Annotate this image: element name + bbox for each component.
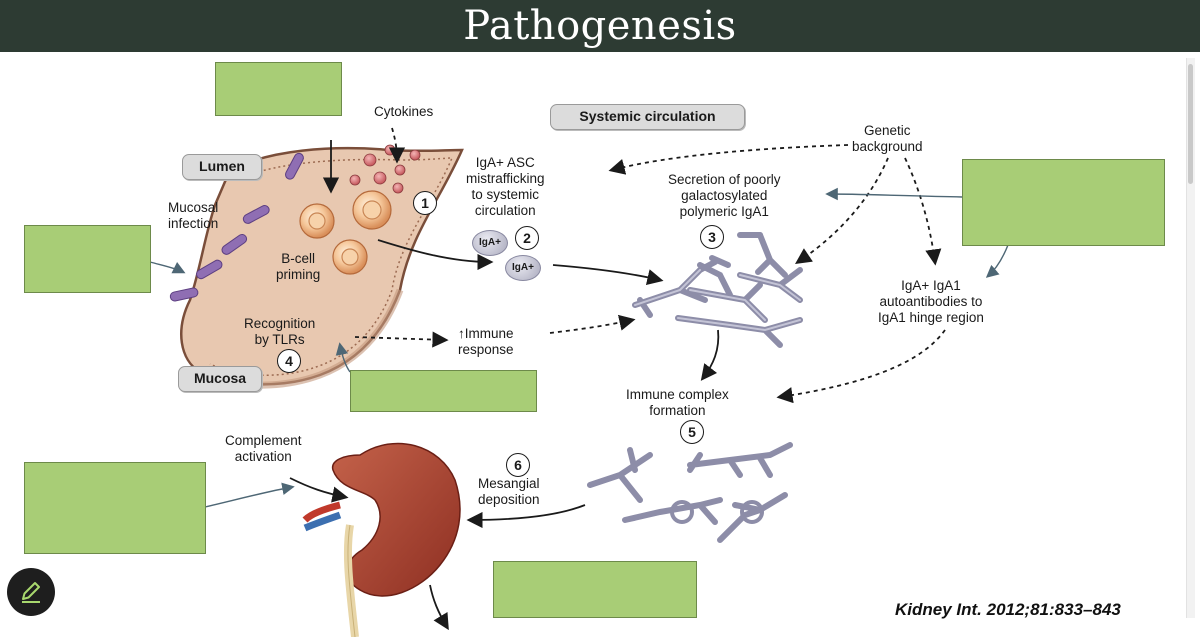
pencil-icon [22,582,40,603]
iga-cell-2: IgA+ [505,255,541,281]
edit-button[interactable] [7,568,55,616]
kidney [302,442,461,637]
autoantibodies-label: IgA+ IgA1 autoantibodies to IgA1 hinge r… [878,278,984,325]
secretion-label: Secretion of poorly galactosylated polym… [668,172,781,219]
cytokines-label: Cytokines [374,104,434,119]
answer-box-tlr[interactable] [350,370,537,412]
title-bar [0,0,1200,52]
answer-box-cytokine-source[interactable] [215,62,342,116]
systemic-circulation-tag: Systemic circulation [550,104,745,130]
b-cells [299,190,392,275]
answer-box-mucosal-infection[interactable] [24,225,151,293]
scrollbar-thumb[interactable] [1188,64,1193,184]
immune-complex-label: Immune complex formation [626,387,729,418]
answer-box-outcome[interactable] [493,561,697,618]
step-3-badge: 3 [700,225,724,249]
pathogenesis-diagram [149,127,1009,637]
immune-response-label: ↑Immune response [458,326,514,357]
mucosa-tissue [180,146,464,389]
step-5-badge: 5 [680,420,704,444]
answer-box-genetic[interactable] [962,159,1165,246]
recognition-label: Recognition by TLRs [244,316,316,347]
step-4-badge: 4 [277,349,301,373]
step-6-badge: 6 [506,453,530,477]
mucosa-tag: Mucosa [178,366,262,392]
bacteria [169,152,304,302]
answer-box-complement[interactable] [24,462,206,554]
citation: Kidney Int. 2012;81:833–843 [895,600,1121,619]
scrollbar-track[interactable] [1186,58,1195,618]
lumen-tag: Lumen [182,154,262,180]
step-2-badge: 2 [515,226,539,250]
mesangial-label: Mesangial deposition [478,476,540,507]
iga-cell-1: IgA+ [472,230,508,256]
immune-complexes [587,442,793,543]
step-1-badge: 1 [413,191,437,215]
iga-polymers [632,232,803,348]
slide-title: Pathogenesis [463,3,737,49]
complement-label: Complement activation [225,433,302,464]
mucosal-infection-label: Mucosal infection [168,200,219,231]
b-cell-priming-label: B-cell priming [276,251,321,282]
genetic-background-label: Genetic background [852,123,923,154]
iga-asc-label: IgA+ ASC mistrafficking to systemic circ… [466,155,545,218]
